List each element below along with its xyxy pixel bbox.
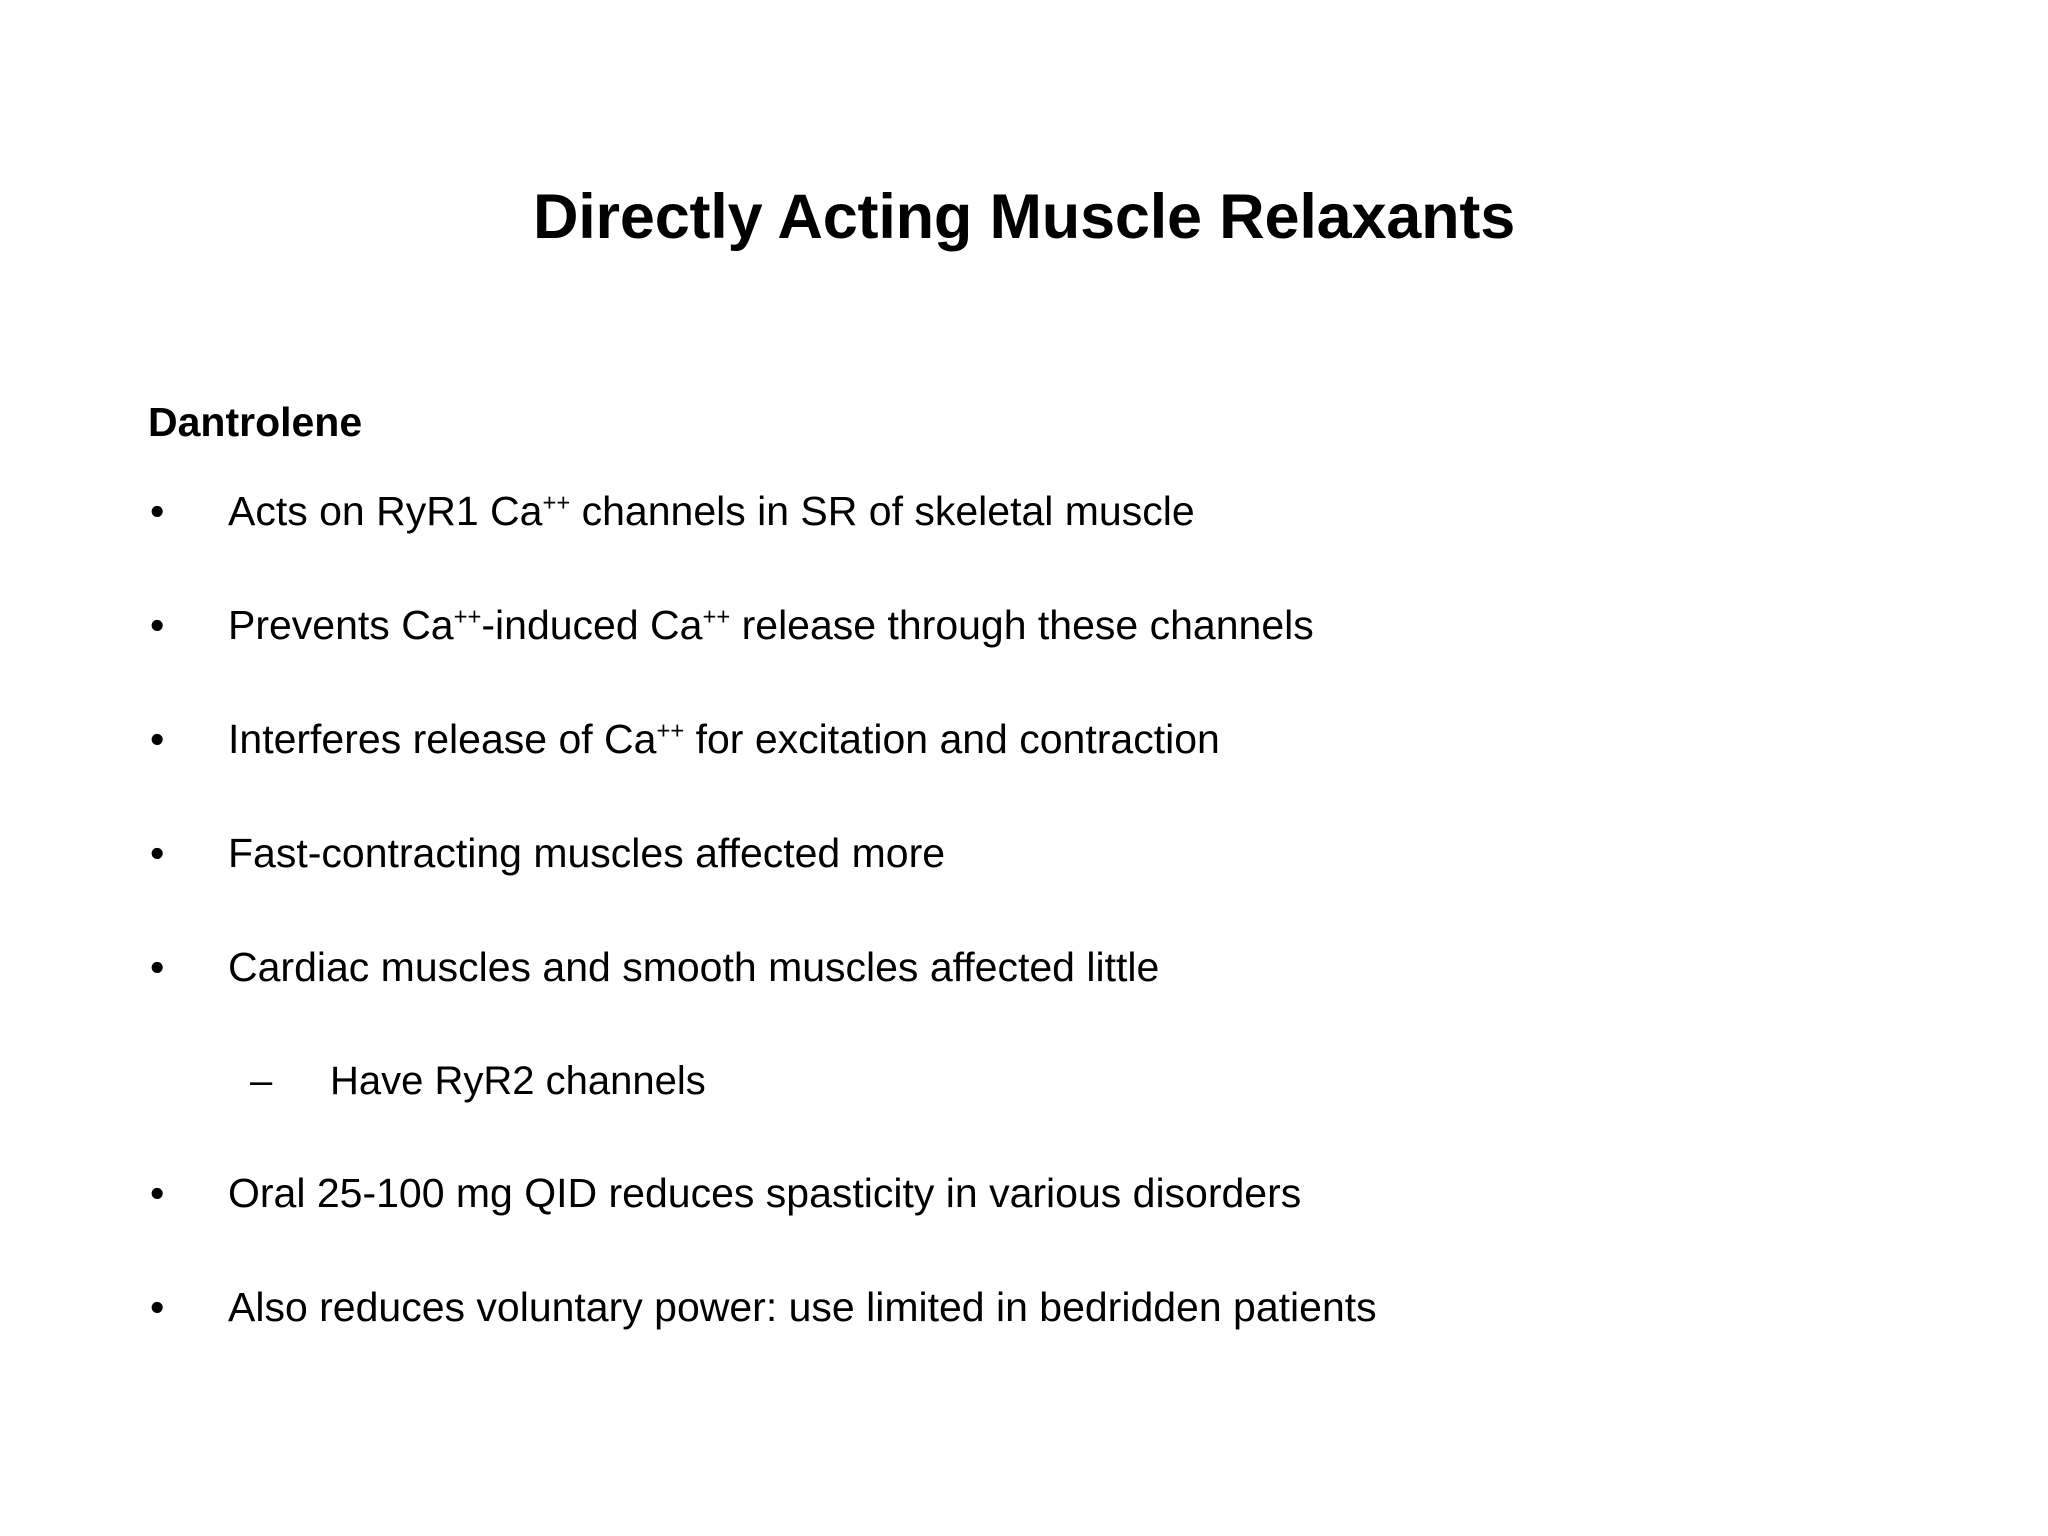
- sub-bullet-item: – Have RyR2 channels: [250, 1059, 1948, 1104]
- bullet-text: Acts on RyR1 Ca++ channels in SR of skel…: [228, 488, 1195, 535]
- bullet-text: Also reduces voluntary power: use limite…: [228, 1284, 1377, 1331]
- superscript-charge: ++: [656, 717, 685, 745]
- bullet-text: Oral 25-100 mg QID reduces spasticity in…: [228, 1170, 1302, 1217]
- section-heading-dantrolene: Dantrolene: [148, 399, 363, 445]
- bullet-item: • Cardiac muscles and smooth muscles affe…: [148, 943, 1948, 991]
- bullet-item: • Acts on RyR1 Ca++ channels in SR of ske…: [148, 488, 1948, 535]
- slide-body: Dantrolene • Acts on RyR1 Ca++ channels i…: [148, 399, 1948, 1331]
- page-title: Directly Acting Muscle Relaxants: [532, 182, 1516, 253]
- bullet-item: • Oral 25-100 mg QID reduces spasticity i…: [148, 1170, 1948, 1217]
- bullet-text: Cardiac muscles and smooth muscles affec…: [228, 943, 1160, 990]
- superscript-charge: ++: [702, 603, 731, 631]
- superscript-charge: ++: [542, 489, 571, 517]
- superscript-charge: ++: [453, 603, 482, 631]
- dash-marker-icon: –: [250, 1058, 273, 1103]
- bullet-text: Interferes release of Ca++ for excitatio…: [228, 715, 1220, 762]
- bullet-marker-icon: •: [150, 1170, 165, 1217]
- bullet-item: • Interferes release of Ca++ for excitati…: [148, 715, 1948, 763]
- bullet-list: • Acts on RyR1 Ca++ channels in SR of ske…: [148, 488, 1948, 1331]
- bullet-item: • Also reduces voluntary power: use limit…: [148, 1284, 1948, 1331]
- bullet-marker-icon: •: [150, 488, 165, 535]
- bullet-marker-icon: •: [150, 829, 165, 876]
- bullet-item: • Prevents Ca++-induced Ca++ release thro…: [148, 602, 1948, 649]
- bullet-text: Have RyR2 channels: [330, 1058, 706, 1103]
- bullet-marker-icon: •: [150, 1284, 165, 1331]
- bullet-marker-icon: •: [150, 943, 165, 990]
- bullet-marker-icon: •: [150, 602, 165, 648]
- bullet-text: Prevents Ca++-induced Ca++ release throu…: [228, 602, 1314, 648]
- bullet-marker-icon: •: [150, 715, 165, 762]
- bullet-text: Fast-contracting muscles affected more: [228, 829, 946, 876]
- bullet-item: • Fast-contracting muscles affected more: [148, 829, 1948, 877]
